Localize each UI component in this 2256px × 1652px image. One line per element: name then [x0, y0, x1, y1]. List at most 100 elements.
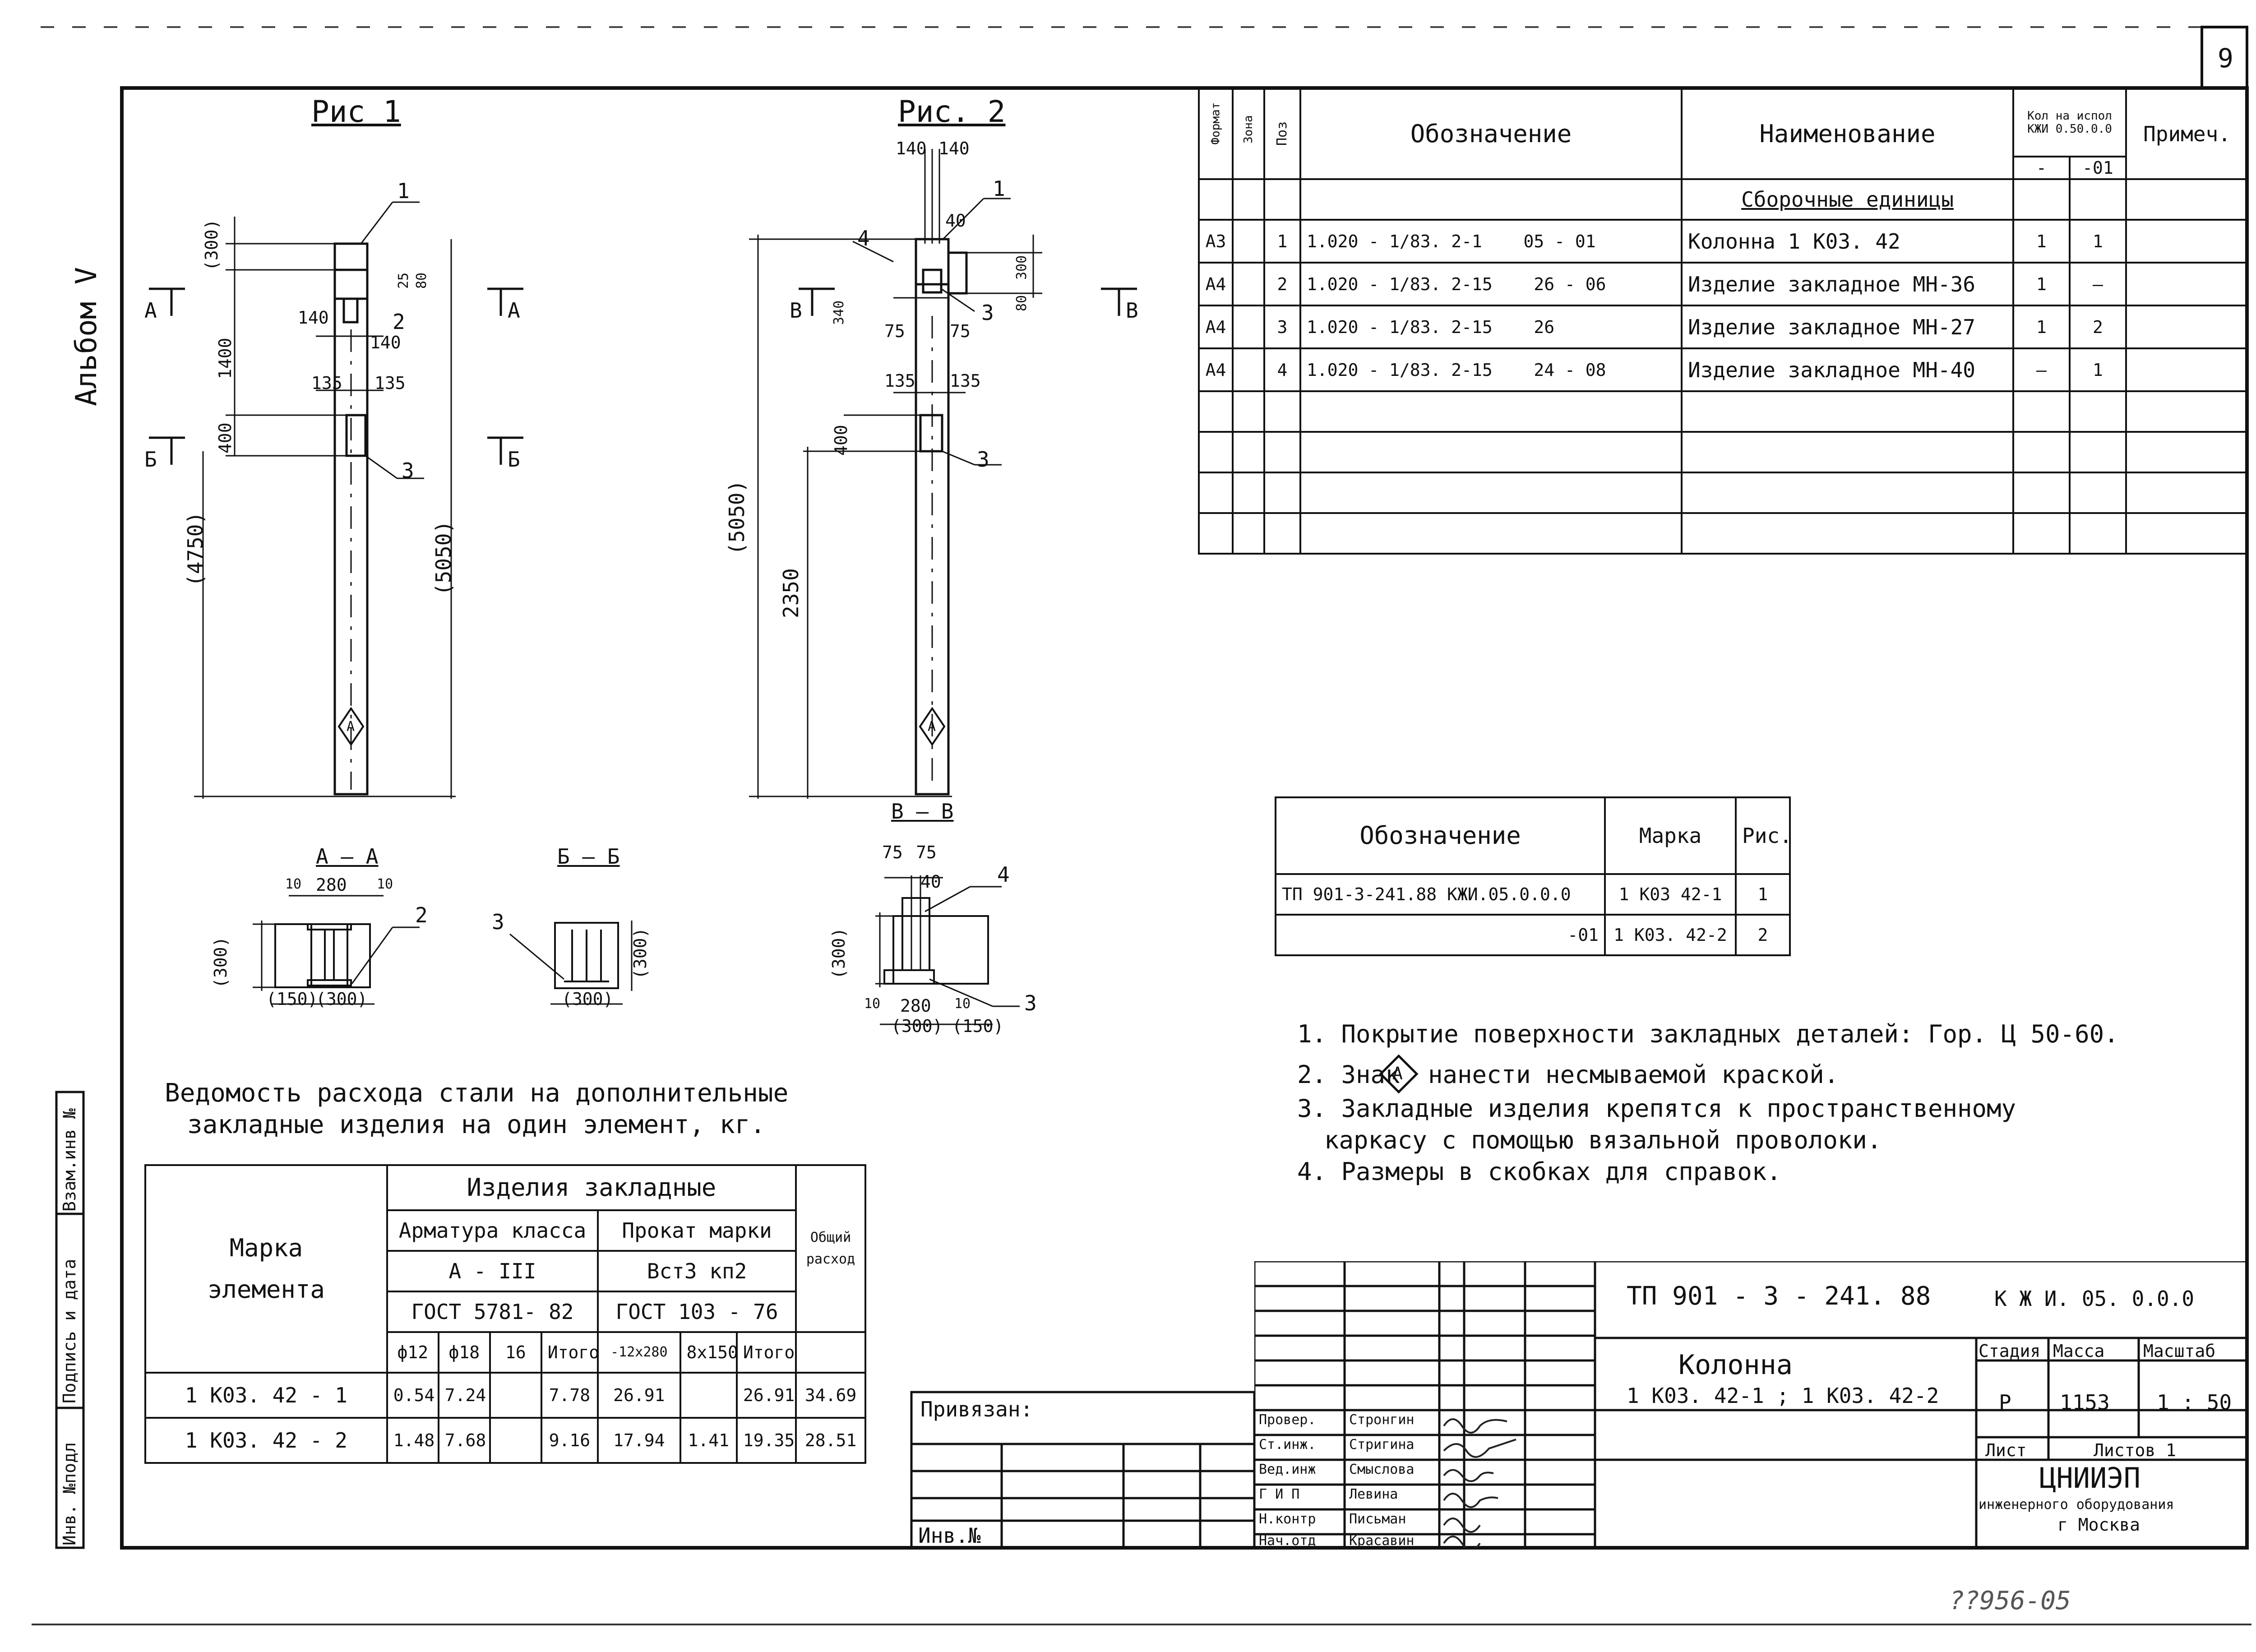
fig2-dim-40: 40	[945, 211, 966, 231]
spec-row: А4 4 1.020 - 1/83. 2-15 24 - 08 Изделие …	[1198, 347, 2249, 392]
sheet-number: 9	[2218, 43, 2233, 74]
fig1-section-a-left: А	[144, 298, 157, 323]
tb-code: ТП 901 - 3 - 241. 88	[1627, 1282, 1931, 1311]
spec-row: А3 1 1.020 - 1/83. 2-1 05 - 01 Колонна 1…	[1198, 219, 2249, 264]
spec-h-kol-a: -	[2012, 156, 2071, 180]
tb-name-p2: Стригина	[1349, 1437, 1415, 1453]
fig2-dim-300: 300	[1014, 255, 1030, 280]
marka-h-obozn: Обозначение	[1275, 796, 1606, 875]
tb-role-1: Провер.	[1259, 1412, 1316, 1428]
fig2-column	[749, 149, 1137, 799]
spec-h-naimenovanie: Наименование	[1681, 88, 2014, 180]
spec-h-zona: Зона	[1232, 88, 1265, 180]
fig2-dim-400: 400	[831, 425, 851, 456]
fig1-dim-140b: 140	[370, 333, 401, 352]
fig2-dim-5050: (5050)	[725, 480, 749, 555]
spec-h-primech: Примеч.	[2125, 88, 2249, 180]
section-vv	[875, 875, 1020, 1025]
privyazan-label: Привязан:	[920, 1397, 1033, 1421]
steel-row: 1 К03. 42 - 1 0.54 7.24 7.78 26.91 26.91…	[144, 1372, 866, 1419]
fig2-dim-340: 340	[831, 300, 847, 325]
signature-scribbles	[1443, 1418, 1516, 1548]
tb-role-5: Н.контр	[1259, 1511, 1316, 1527]
tb-list: Лист	[1985, 1440, 2027, 1460]
fig2-mark-1: 1	[993, 176, 1005, 201]
fig2-mark-3b: 3	[977, 447, 989, 472]
fig1-title: Рис 1	[311, 94, 401, 129]
fig1-dim-4750: (4750)	[183, 511, 208, 587]
tb-name-p5: Письман	[1349, 1511, 1406, 1527]
fig2-section-v-left: В	[790, 298, 802, 323]
steel-h-a3: А - III	[386, 1250, 599, 1292]
section-aa-300v: (300)	[211, 936, 231, 988]
note-diamond	[1379, 1054, 1419, 1094]
section-aa-10a: 10	[285, 876, 302, 892]
section-aa-150: (150)	[266, 989, 318, 1009]
spec-h-poz: Поз	[1263, 88, 1301, 180]
tb-h-massa: Масса	[2053, 1341, 2105, 1361]
section-aa-title: А – А	[316, 844, 379, 869]
tb-org-1: ЦНИИЭП	[2039, 1462, 2140, 1495]
fig2-dim-75a: 75	[884, 321, 905, 341]
fig1-section-b-left: Б	[144, 447, 157, 472]
album-label: Альбом V	[70, 267, 103, 406]
section-bb-title: Б – Б	[557, 844, 620, 869]
fig1-dim-5050: (5050)	[431, 520, 456, 596]
title-block-lines	[1254, 1261, 2247, 1548]
fig2-diamond-letter: А	[928, 719, 936, 735]
marka-h-ris: Рис.	[1735, 796, 1791, 875]
note-2a: 2. Знак	[1297, 1060, 1400, 1089]
note-2b: нанести несмываемой краской.	[1428, 1060, 1839, 1089]
spec-h-format: Формат	[1198, 88, 1234, 180]
marka-row: ТП 901-3-241.88 КЖИ.05.0.0.0 1 К03 42-1 …	[1275, 873, 1791, 916]
steel-h-gost2: ГОСТ 103 - 76	[597, 1291, 797, 1333]
section-aa	[253, 895, 420, 1005]
section-aa-10b: 10	[377, 876, 393, 892]
section-aa-mark: 2	[415, 903, 428, 927]
tb-role-3: Вед.инж	[1259, 1462, 1316, 1477]
fig2-dim-135a: 135	[884, 371, 915, 391]
fig2-dim-140b: 140	[938, 139, 970, 158]
spec-table: Формат Зона Поз Обозначение Наименование…	[1198, 88, 2249, 555]
spec-section-title: Сборочные единицы	[1681, 178, 2014, 221]
steel-h-marka: Марка элемента	[144, 1164, 388, 1374]
tb-role-4: Г И П	[1259, 1486, 1300, 1502]
fig2-dim-2350: 2350	[779, 568, 803, 618]
fig1-dim-25: 25	[396, 272, 411, 289]
fig1-column	[149, 201, 523, 799]
section-vv-10b: 10	[954, 996, 971, 1012]
tb-name-2: 1 К03. 42-1 ; 1 К03. 42-2	[1627, 1384, 1939, 1408]
spec-row: А4 3 1.020 - 1/83. 2-15 26 Изделие закла…	[1198, 305, 2249, 349]
note-1: 1. Покрытие поверхности закладных детале…	[1297, 1020, 2119, 1048]
section-bb-300v: (300)	[630, 927, 650, 979]
note-3a: 3. Закладные изделия крепятся к простран…	[1297, 1094, 2016, 1123]
tb-massa: 1153	[2060, 1390, 2110, 1415]
fig1-diamond-letter: А	[347, 719, 355, 735]
section-vv-40: 40	[920, 872, 941, 892]
section-vv-10a: 10	[864, 996, 881, 1012]
tb-h-stadia: Стадия	[1979, 1341, 2041, 1361]
marka-row: -01 1 К03. 42-2 2	[1275, 914, 1791, 956]
tb-org-3: г Москва	[2057, 1515, 2140, 1535]
steel-h-vst: Вст3 кп2	[597, 1250, 797, 1292]
tb-name-p4: Левина	[1349, 1486, 1398, 1502]
fig1-dim-80: 80	[414, 272, 430, 289]
note-4: 4. Размеры в скобках для справок.	[1297, 1157, 1781, 1186]
tb-role-2: Ст.инж.	[1259, 1437, 1316, 1453]
privyazan-inv: Инв.№	[918, 1523, 981, 1548]
fig1-dim-400: 400	[215, 422, 235, 453]
fig1-mark-1: 1	[397, 179, 410, 203]
side-inv-podl: Инв. №подл	[60, 1442, 79, 1546]
fig2-dim-75b: 75	[950, 321, 971, 341]
fig2-section-v-right: В	[1126, 298, 1138, 323]
fig2-dim-140a: 140	[896, 139, 927, 158]
side-vzam: Взам.инв №	[60, 1108, 79, 1212]
steel-h-obsh: Общий расход	[795, 1164, 866, 1333]
tb-name-1: Колонна	[1678, 1349, 1793, 1381]
section-bb	[509, 921, 633, 1005]
note-2-mark: А	[1392, 1064, 1403, 1083]
tb-role-6: Нач.отд	[1259, 1533, 1316, 1549]
fig1-section-b-right: Б	[508, 447, 520, 472]
